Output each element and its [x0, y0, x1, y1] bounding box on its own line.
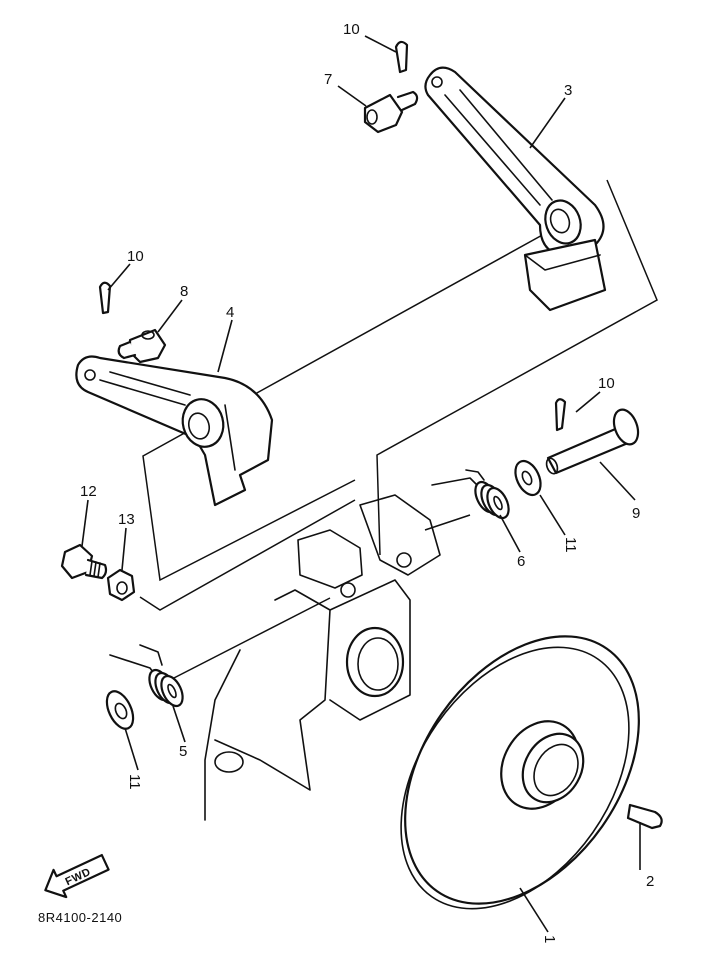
diagram-code: 8R4100-2140	[38, 910, 122, 925]
callout-5: 5	[179, 743, 187, 760]
part-joint-8	[117, 328, 167, 364]
fwd-arrow: FWD	[44, 853, 110, 899]
part-bolt	[60, 543, 108, 580]
part-nut	[106, 568, 136, 602]
part-upper-lever	[424, 66, 607, 312]
part-joint-7	[363, 90, 419, 134]
callout-13: 13	[118, 511, 135, 528]
part-lower-lever	[75, 355, 274, 507]
assembly-guide-lines	[139, 179, 658, 681]
leader-lines	[81, 35, 641, 933]
callout-1: 1	[541, 935, 558, 943]
callout-3: 3	[564, 82, 572, 99]
callout-10-right: 10	[598, 375, 615, 392]
part-cotter-pin-b	[98, 281, 112, 315]
callout-7: 7	[324, 71, 332, 88]
callout-11-lower: 11	[126, 774, 143, 790]
part-sheave-disc	[400, 635, 640, 910]
part-washer-upper	[514, 459, 542, 497]
callout-9: 9	[632, 505, 640, 522]
callout-12: 12	[80, 483, 97, 500]
part-key	[626, 803, 663, 830]
callout-4: 4	[226, 304, 234, 321]
callout-8: 8	[180, 283, 188, 300]
part-cotter-pin-c	[554, 398, 567, 432]
callout-11-upper: 11	[562, 537, 579, 553]
callout-6: 6	[517, 553, 525, 570]
part-pin-shaft	[545, 408, 640, 475]
part-spring-upper	[431, 469, 510, 520]
part-spring-lower	[109, 644, 184, 708]
part-washer-lower	[105, 690, 135, 730]
callout-2: 2	[646, 873, 654, 890]
mount-housing	[204, 494, 441, 821]
callout-10-top: 10	[343, 21, 360, 38]
callout-10-left: 10	[127, 248, 144, 265]
part-cotter-pin-a	[394, 40, 409, 74]
callout-labels: 10 7 3 10 8 4 10 9 11 6 12 13 5 11 2 1	[80, 21, 654, 943]
